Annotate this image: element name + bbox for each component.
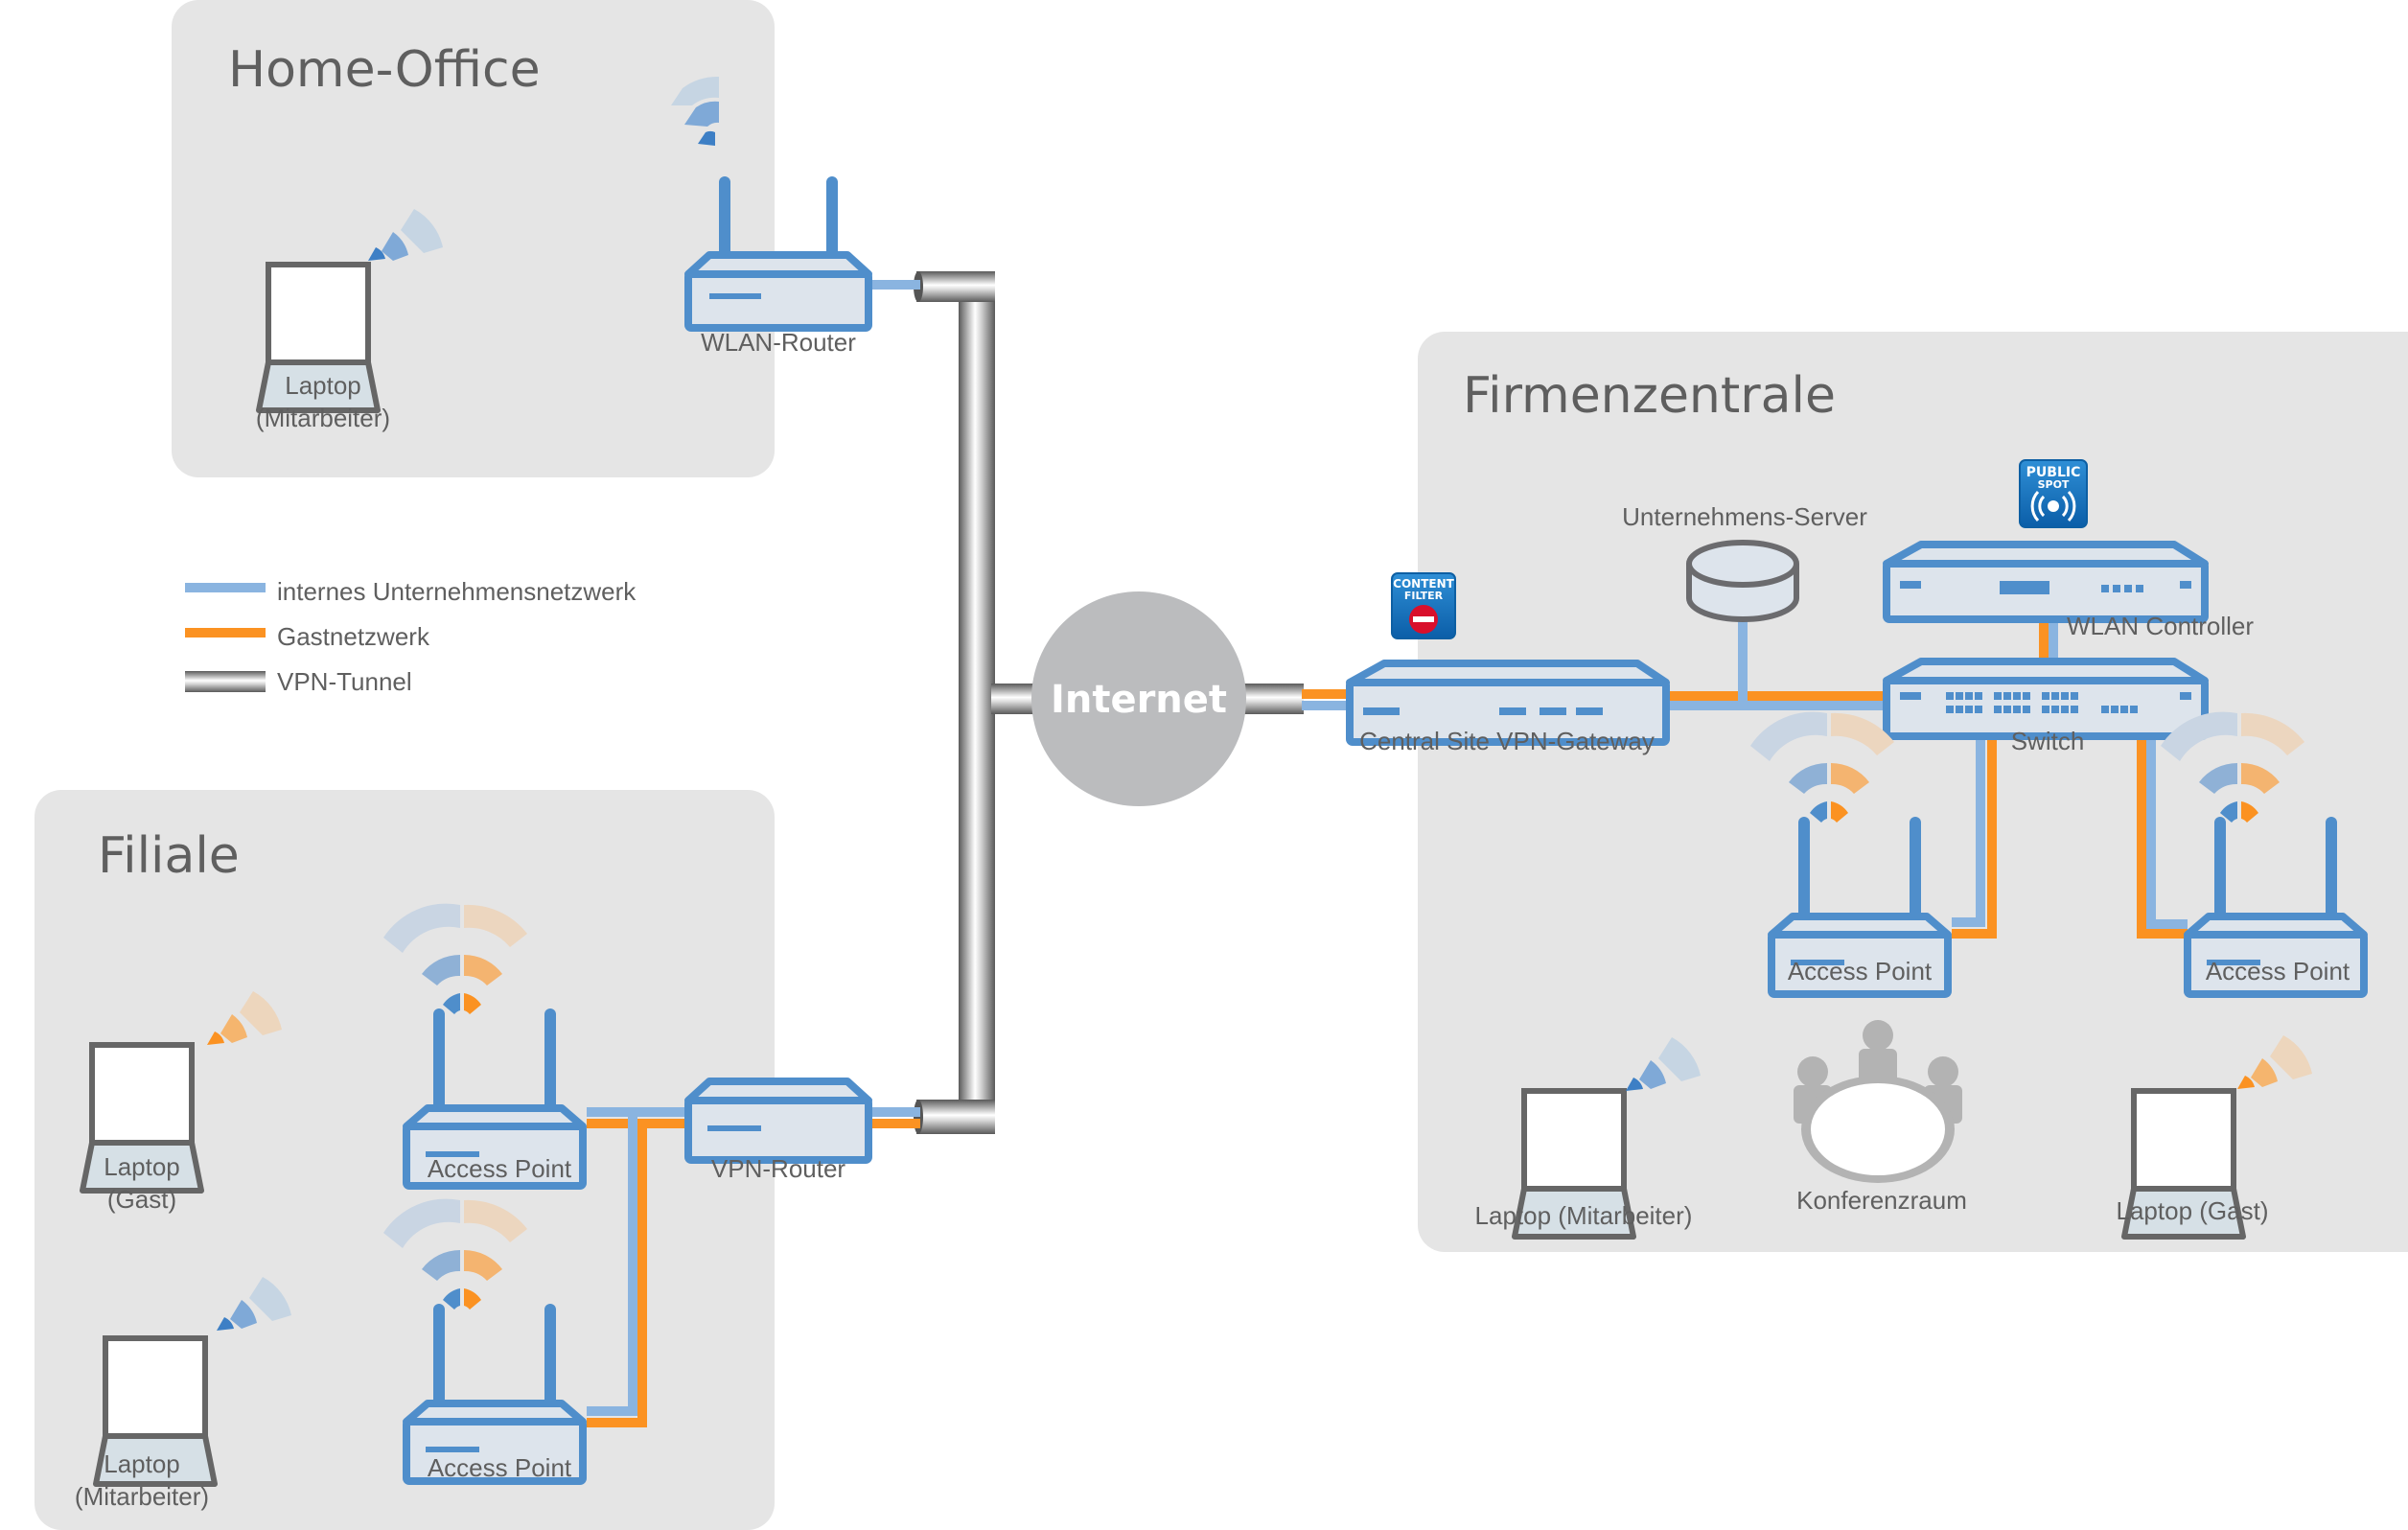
- company-server-label: Unternehmens-Server: [1622, 502, 1867, 531]
- conference-room-label: Konferenzraum: [1796, 1186, 1967, 1215]
- filiale-ap-bottom-label: Access Point: [428, 1453, 572, 1482]
- internet-cloud: [1031, 591, 1246, 806]
- central-vpn-gateway[interactable]: [1346, 660, 1670, 746]
- switch-port: [2130, 706, 2138, 713]
- hq-ap-left-label: Access Point: [1788, 957, 1933, 985]
- switch-port: [2061, 692, 2069, 700]
- central-vpn-gateway-label: Central Site VPN-Gateway: [1359, 727, 1655, 755]
- switch-port: [2111, 706, 2119, 713]
- wifi-guest-icon: [2237, 1035, 2312, 1089]
- wifi-dual-icon: [383, 903, 527, 1014]
- switch-port: [1946, 692, 1954, 700]
- legend-label-internal: internes Unternehmensnetzwerk: [277, 577, 637, 606]
- home-laptop-label-1: Laptop: [285, 371, 361, 400]
- hq-ap-right-label: Access Point: [2206, 957, 2350, 985]
- public-spot-text-2: SPOT: [2038, 478, 2070, 491]
- wires: [587, 280, 2188, 1427]
- switch-port: [2013, 706, 2021, 713]
- switch-port: [2051, 706, 2059, 713]
- wifi-dual-icon: [383, 1198, 527, 1310]
- switch-port: [1965, 706, 1973, 713]
- filiale-vpn-router[interactable]: [684, 1078, 872, 1164]
- wifi-signal-icon: [368, 209, 443, 261]
- zone-title-home-office: Home-Office: [228, 41, 541, 99]
- switch-port: [1994, 706, 2002, 713]
- filiale-laptop-employee-label-2: (Mitarbeiter): [75, 1482, 209, 1511]
- hq-laptop-employee-label: Laptop (Mitarbeiter): [1475, 1201, 1693, 1230]
- switch-port: [2023, 706, 2030, 713]
- content-filter-badge: CONTENT FILTER: [1391, 572, 1456, 639]
- broadcast-icon: [2048, 500, 2059, 512]
- switch-port: [1994, 692, 2002, 700]
- wlan-controller[interactable]: [1883, 541, 2209, 623]
- switch-port: [1975, 692, 1982, 700]
- home-router-label: WLAN-Router: [701, 328, 856, 357]
- switch-port: [2023, 692, 2030, 700]
- switch-port: [2042, 692, 2049, 700]
- switch-label: Switch: [2011, 727, 2085, 755]
- wifi-dual-icon: [1750, 711, 1894, 823]
- conference-room-icon: [1794, 1020, 1962, 1183]
- switch-port: [2051, 692, 2059, 700]
- legend-swatch-guest: [185, 628, 266, 638]
- filiale-ap-top-label: Access Point: [428, 1154, 572, 1183]
- switch-port: [2003, 692, 2011, 700]
- filiale-laptop-guest-label-2: (Gast): [107, 1185, 176, 1214]
- legend-label-guest: Gastnetzwerk: [277, 622, 430, 651]
- filiale-vpn-router-label: VPN-Router: [711, 1154, 845, 1183]
- switch-port: [1956, 692, 1963, 700]
- switch-ports: [1946, 692, 2138, 713]
- wifi-signal-icon: [217, 1277, 291, 1331]
- content-filter-text-2: FILTER: [1404, 590, 1444, 602]
- switch-port: [2120, 706, 2128, 713]
- switch-port: [1975, 706, 1982, 713]
- filiale-laptop-employee-label-1: Laptop: [104, 1449, 180, 1478]
- public-spot-text-1: PUBLIC: [2026, 465, 2081, 480]
- wifi-dual-icon: [2161, 711, 2304, 823]
- filiale-laptop-guest-label-1: Laptop: [104, 1152, 180, 1181]
- home-laptop-label-2: (Mitarbeiter): [256, 404, 390, 432]
- wlan-controller-label: WLAN Controller: [2067, 612, 2254, 640]
- switch[interactable]: [1883, 658, 2209, 740]
- wifi-signal-icon: [671, 76, 719, 146]
- hq-laptop-guest-label: Laptop (Gast): [2117, 1196, 2269, 1225]
- wifi-guest-icon: [207, 991, 282, 1045]
- switch-port: [1965, 692, 1973, 700]
- legend-label-vpn: VPN-Tunnel: [277, 667, 412, 696]
- company-server[interactable]: [1686, 540, 1799, 622]
- switch-port: [2071, 692, 2078, 700]
- switch-port: [1956, 706, 1963, 713]
- switch-port: [2071, 706, 2078, 713]
- switch-port: [2061, 706, 2069, 713]
- internet-label: Internet: [1051, 678, 1227, 722]
- zone-title-filiale: Filiale: [98, 827, 240, 885]
- home-wlan-router[interactable]: [684, 176, 872, 332]
- legend-swatch-vpn: [185, 671, 266, 692]
- switch-port: [2013, 692, 2021, 700]
- content-filter-text-1: CONTENT: [1393, 577, 1454, 591]
- vpn-tunnel: [914, 271, 1304, 1134]
- public-spot-badge: PUBLIC SPOT: [2019, 459, 2088, 528]
- zone-title-firmenzentrale: Firmenzentrale: [1463, 367, 1836, 425]
- legend-swatch-internal: [185, 583, 266, 592]
- legend: internes Unternehmensnetzwerk Gastnetzwe…: [185, 577, 637, 696]
- switch-port: [2042, 706, 2049, 713]
- switch-port: [1946, 706, 1954, 713]
- switch-port: [2101, 706, 2109, 713]
- wifi-signal-icon: [1626, 1037, 1701, 1091]
- switch-port: [2003, 706, 2011, 713]
